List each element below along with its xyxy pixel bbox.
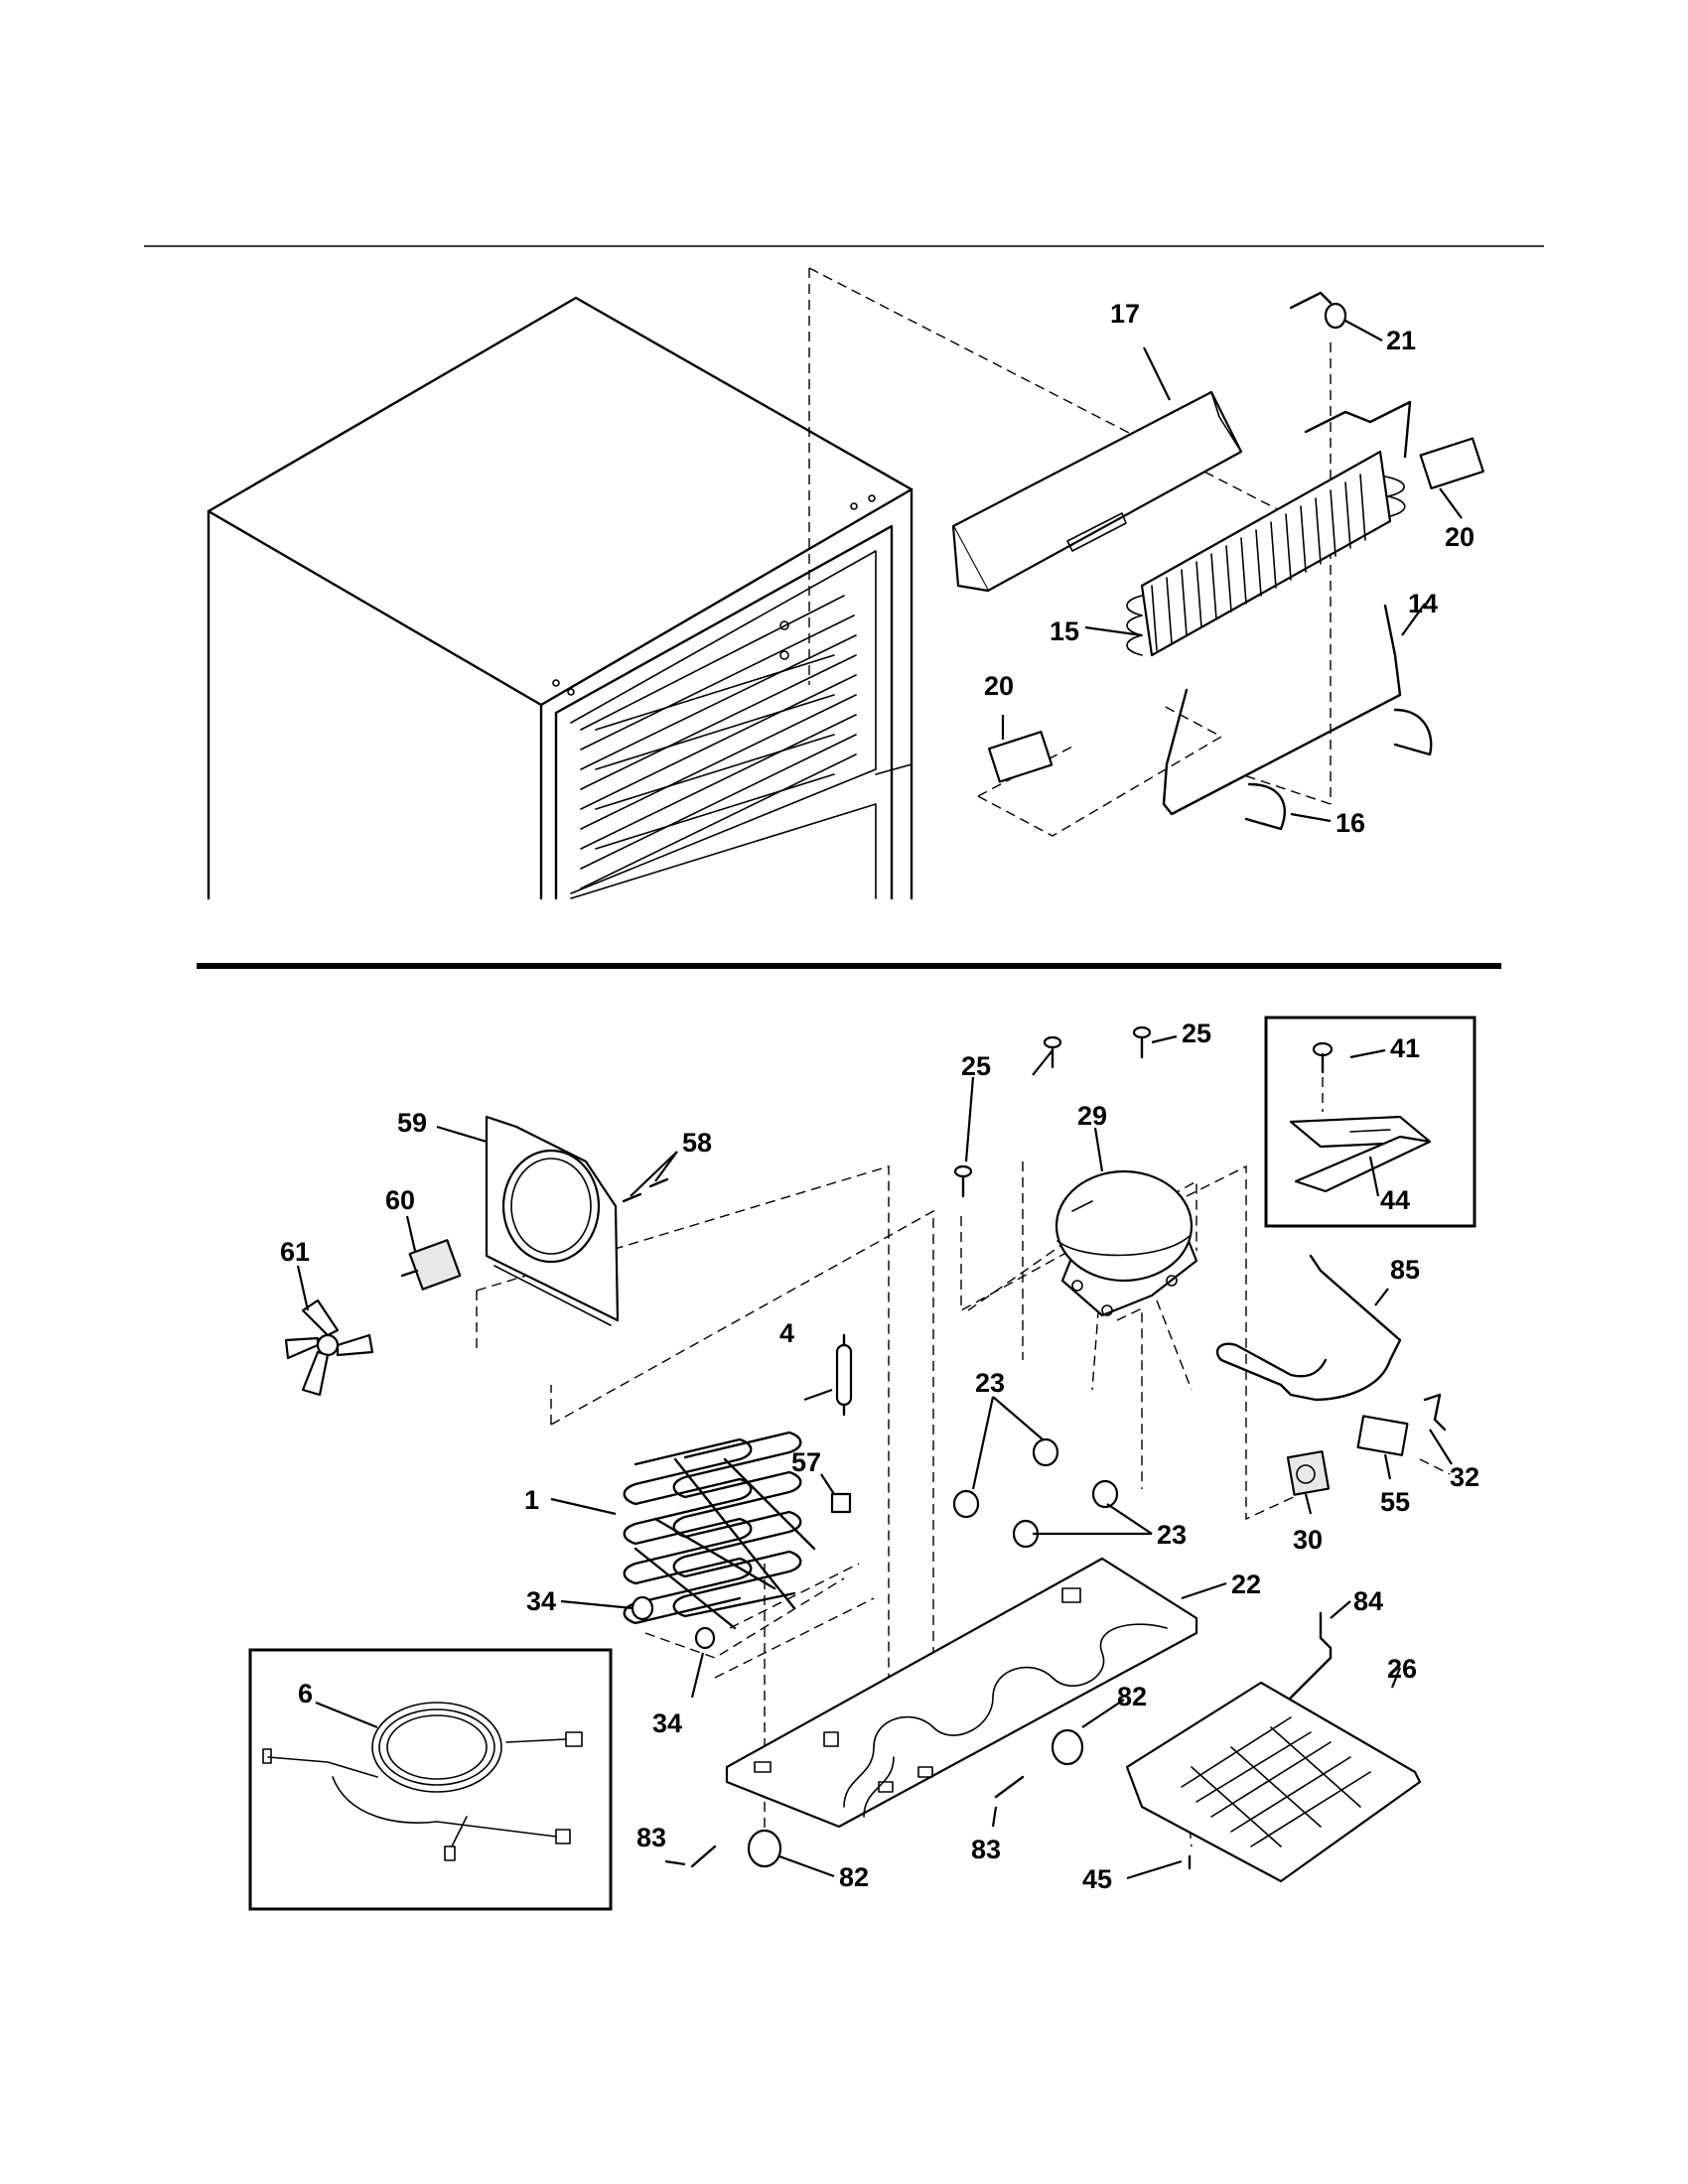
label-44: 44 xyxy=(1380,1185,1410,1215)
part-82-grommet-lower xyxy=(747,1829,782,1868)
part-15-evaporator xyxy=(1126,450,1406,657)
label-25: 25 xyxy=(961,1051,991,1081)
part-17-cover xyxy=(951,390,1243,593)
label-1: 1 xyxy=(524,1485,539,1515)
label-20: 20 xyxy=(1445,522,1475,552)
label-58: 58 xyxy=(682,1128,712,1158)
label-22: 22 xyxy=(1231,1570,1261,1599)
label-4: 4 xyxy=(779,1318,794,1348)
part-14-tube xyxy=(1162,604,1402,816)
part-83-screw-lower xyxy=(690,1844,717,1868)
label-29: 29 xyxy=(1077,1101,1107,1131)
label-16: 16 xyxy=(1336,808,1365,838)
part-60-motor xyxy=(400,1239,462,1291)
part-85-tube xyxy=(1215,1254,1402,1402)
part-21-tube-cap xyxy=(1289,291,1412,459)
part-58-screw-a xyxy=(622,1192,642,1203)
part-26-drain-pan xyxy=(1125,1681,1422,1883)
label-41: 41 xyxy=(1390,1033,1420,1063)
part-57-clip xyxy=(830,1492,852,1514)
label-55: 55 xyxy=(1380,1487,1410,1517)
part-30-relay xyxy=(1286,1450,1331,1496)
label-83: 83 xyxy=(636,1823,666,1852)
label-32: 32 xyxy=(1450,1462,1479,1492)
label-82: 82 xyxy=(1117,1682,1147,1711)
part-55-overload xyxy=(1356,1415,1409,1456)
part-25-screw-left xyxy=(953,1164,973,1198)
part-4-drier xyxy=(835,1333,853,1417)
part-20-pad-upper xyxy=(1419,437,1484,489)
label-30: 30 xyxy=(1293,1525,1323,1555)
part-59-fan-shroud xyxy=(485,1115,620,1326)
label-84: 84 xyxy=(1353,1586,1383,1616)
part-1-condenser xyxy=(623,1431,816,1630)
cabinet-illustration xyxy=(207,296,914,900)
inset-box-6 xyxy=(248,1648,613,1911)
part-20-pad-lower xyxy=(987,731,1054,783)
label-15: 15 xyxy=(1050,616,1079,646)
part-34-grommet-lower xyxy=(694,1626,716,1650)
label-60: 60 xyxy=(385,1185,415,1215)
label-61: 61 xyxy=(280,1237,310,1267)
part-25-screw-right xyxy=(1132,1025,1152,1059)
label-25: 25 xyxy=(1182,1019,1211,1048)
label-6: 6 xyxy=(298,1679,313,1708)
part-61-fan-blade xyxy=(284,1298,374,1397)
part-44-bracket xyxy=(1289,1115,1432,1193)
label-57: 57 xyxy=(791,1447,821,1477)
label-83: 83 xyxy=(971,1835,1001,1864)
label-82: 82 xyxy=(839,1862,869,1892)
part-32-clip xyxy=(1423,1393,1447,1432)
label-23: 23 xyxy=(975,1368,1005,1398)
part-83-screw-mid xyxy=(994,1775,1025,1799)
label-26: 26 xyxy=(1387,1654,1417,1684)
part-34-grommet-upper xyxy=(631,1595,654,1621)
part-22-base-plate xyxy=(725,1557,1198,1829)
part-82-grommet-mid xyxy=(1051,1728,1084,1766)
part-23-grommet-a xyxy=(952,1489,980,1519)
label-45: 45 xyxy=(1082,1864,1112,1894)
part-25-screw-mid xyxy=(1043,1035,1062,1069)
part-29-compressor xyxy=(1055,1169,1198,1317)
label-17: 17 xyxy=(1110,299,1140,329)
inset-box-41-44 xyxy=(1264,1016,1477,1228)
part-16-clip-left xyxy=(1244,782,1286,831)
label-14: 14 xyxy=(1408,589,1438,618)
label-34: 34 xyxy=(526,1586,556,1616)
label-34: 34 xyxy=(652,1708,682,1738)
part-23-grommet-b xyxy=(1032,1437,1059,1467)
part-23-grommet-d xyxy=(1091,1479,1119,1509)
label-59: 59 xyxy=(397,1108,427,1138)
part-6-wire-harness xyxy=(262,1702,583,1861)
label-20: 20 xyxy=(984,671,1014,701)
part-16-clip-right xyxy=(1393,708,1433,756)
label-85: 85 xyxy=(1390,1255,1420,1285)
label-23: 23 xyxy=(1157,1520,1187,1550)
part-58-screw-b xyxy=(648,1177,669,1188)
label-21: 21 xyxy=(1386,326,1416,355)
part-41-screw xyxy=(1312,1041,1334,1112)
